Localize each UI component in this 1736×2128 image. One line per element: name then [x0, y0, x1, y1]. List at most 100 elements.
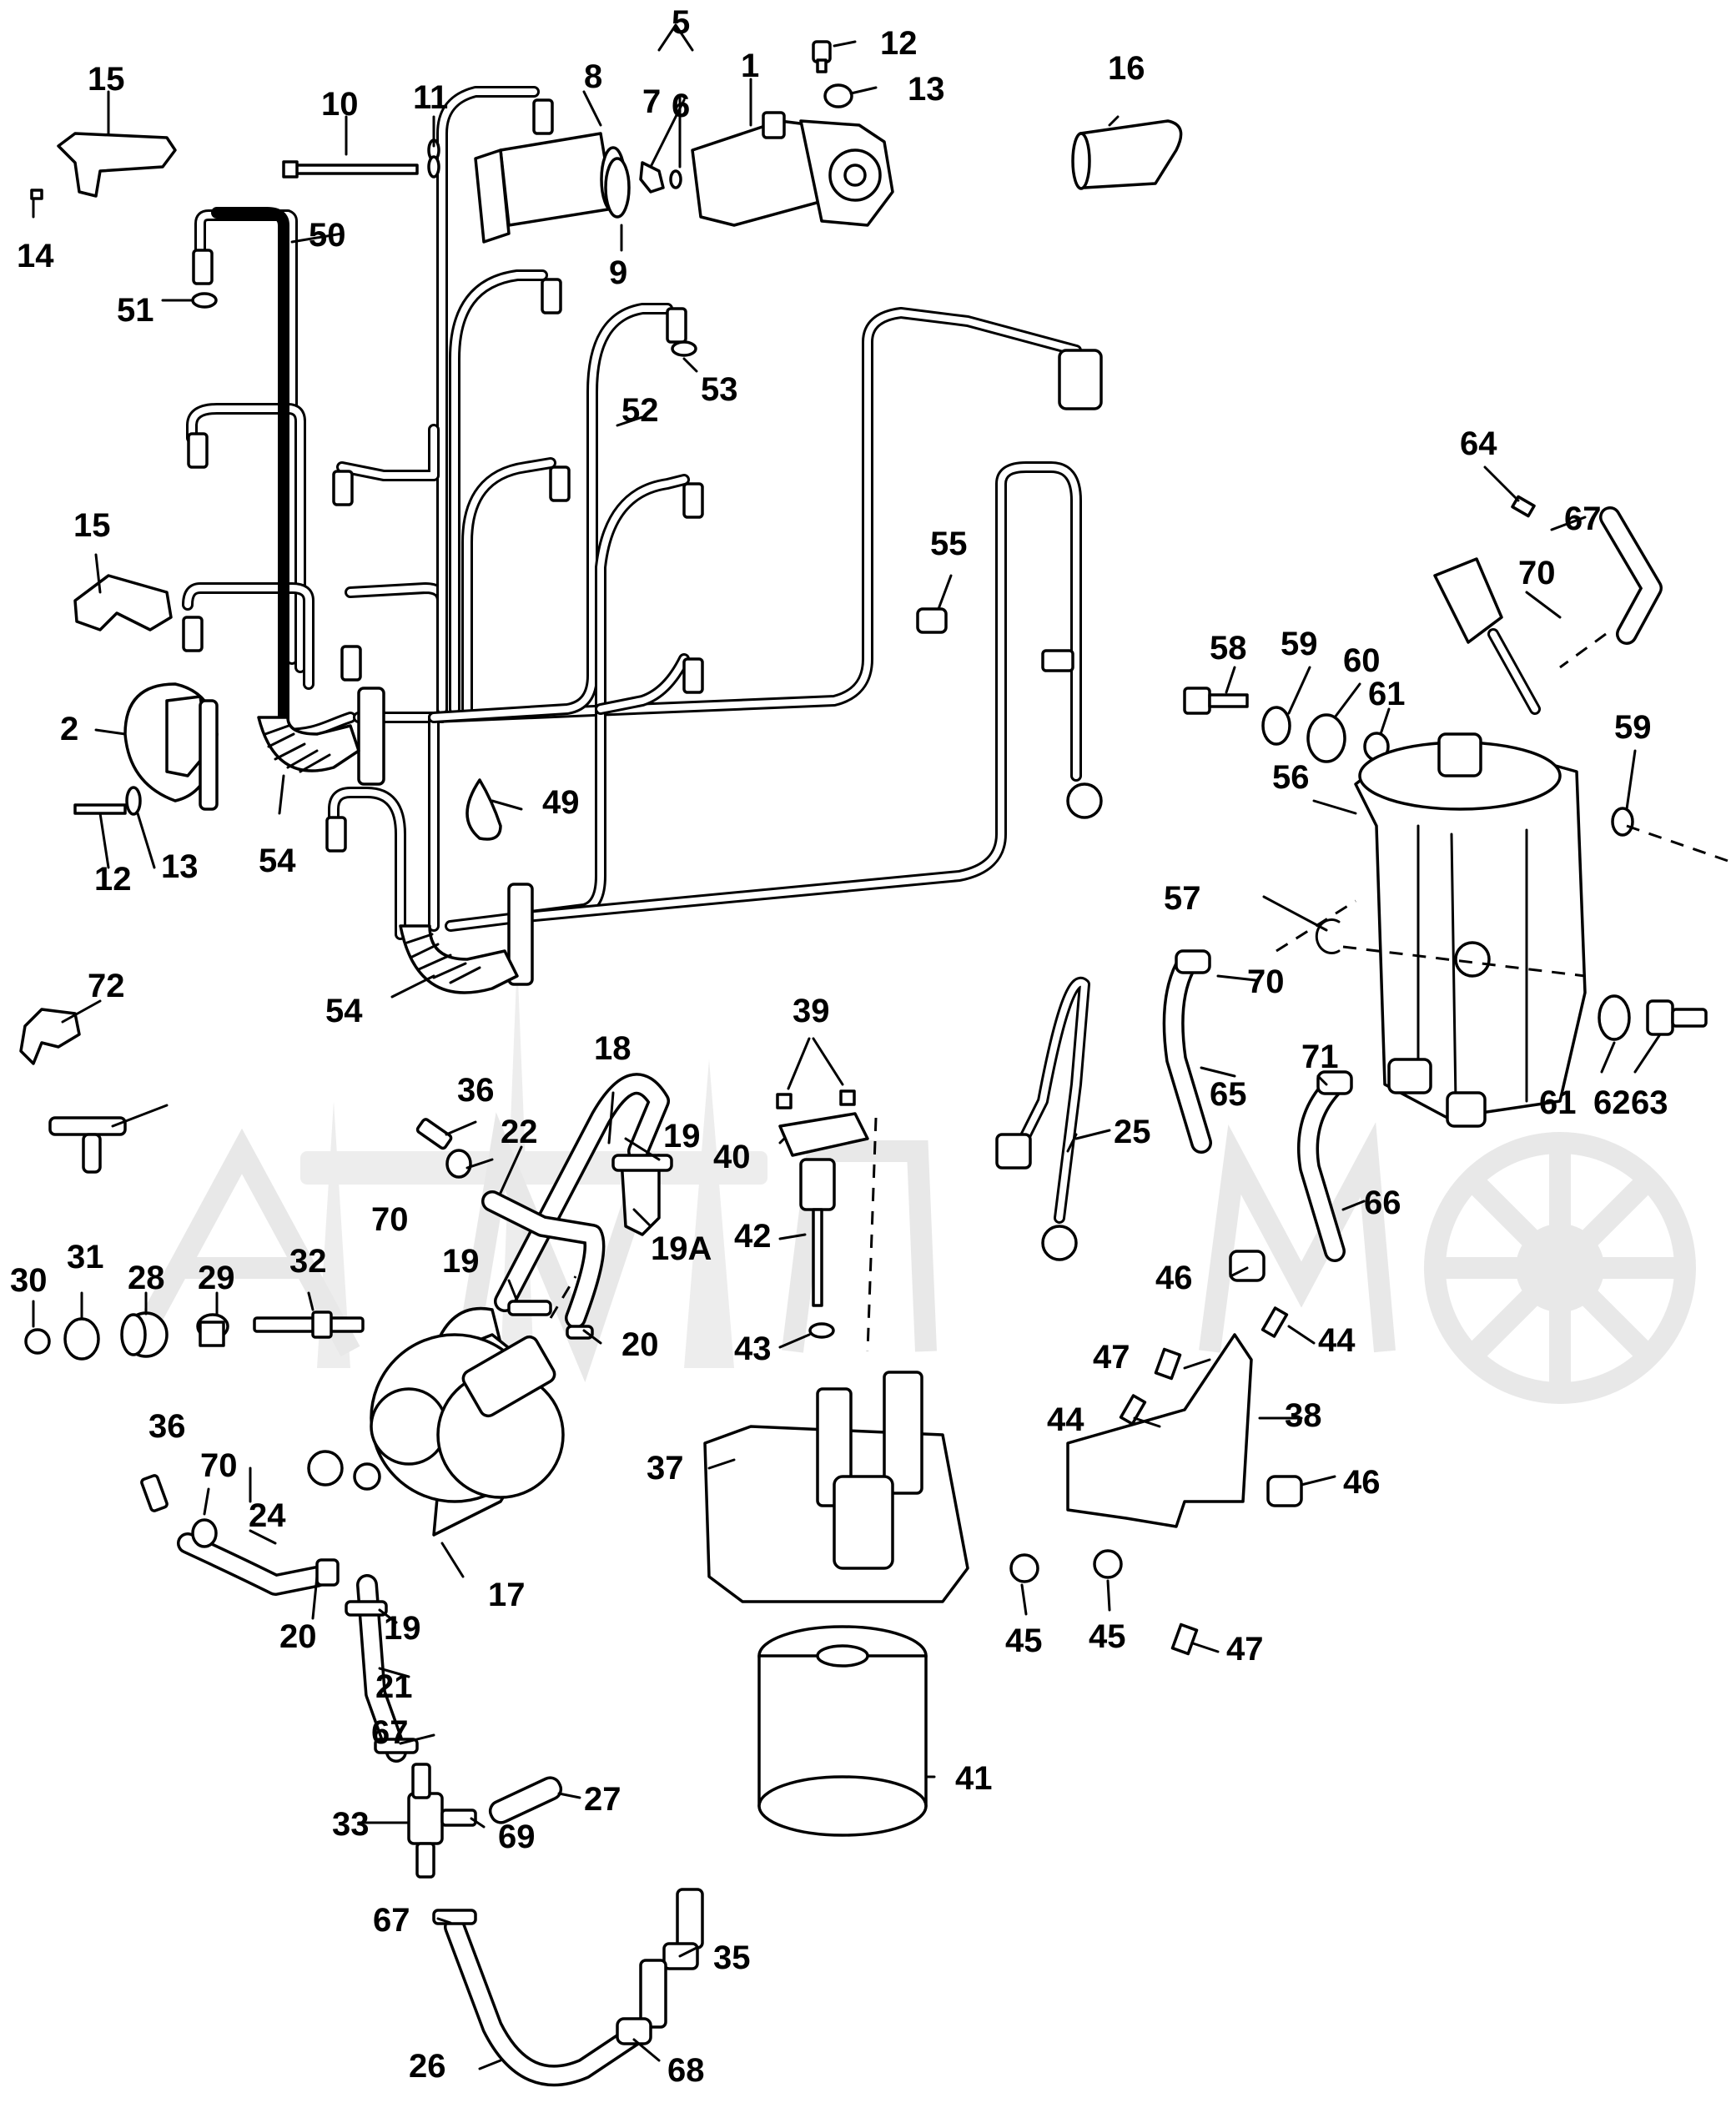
callout-label: 63: [1631, 1084, 1668, 1121]
callout-label: 25: [1114, 1114, 1151, 1150]
callout-label: 54: [259, 843, 296, 879]
filter-housing: [703, 1371, 969, 1603]
callout-label: 30: [10, 1262, 48, 1299]
callout-label: 42: [734, 1218, 772, 1255]
fuel-pump-assembly: [691, 111, 894, 227]
sensor-lead: [1433, 557, 1503, 644]
callout-label: 65: [1210, 1076, 1247, 1113]
fitting: [415, 1118, 453, 1150]
callout-label: 54: [325, 993, 363, 1029]
callout-label: 67: [373, 1902, 410, 1939]
callout-label: 24: [249, 1497, 286, 1534]
callout-label: 61: [1539, 1084, 1577, 1121]
bracket: [19, 1008, 81, 1065]
callout-label: 59: [1614, 709, 1652, 746]
callout-label: 32: [289, 1243, 327, 1280]
callout-label: 45: [1089, 1618, 1126, 1655]
screw: [839, 1089, 856, 1106]
callout-label: 72: [88, 968, 125, 1004]
washer: [427, 155, 440, 179]
callout-label: 36: [148, 1408, 186, 1445]
fitting: [995, 1133, 1032, 1170]
hose-clamp: [1175, 949, 1211, 974]
hose-clamp: [1316, 1070, 1353, 1095]
sensor-housing: [123, 682, 219, 811]
callout-label: 13: [161, 848, 199, 885]
callout-label: 46: [1343, 1464, 1381, 1501]
stud: [253, 1311, 365, 1339]
cap: [916, 607, 948, 634]
callout-label: 33: [332, 1806, 370, 1843]
washer: [823, 83, 853, 108]
washer: [63, 1317, 100, 1361]
small-ring: [669, 169, 682, 189]
callout-label: 11: [413, 79, 448, 116]
callout-label: 40: [713, 1139, 751, 1175]
callout-label: 18: [594, 1030, 632, 1067]
callout-label: 15: [73, 507, 111, 544]
spacer: [196, 1313, 229, 1347]
callout-label: 20: [279, 1618, 317, 1655]
canister-bracket: [474, 132, 626, 244]
temperature-sensor: [799, 1158, 836, 1307]
callout-label: 44: [1047, 1401, 1084, 1438]
callout-label: 51: [117, 292, 154, 329]
callout-label: 58: [1210, 630, 1247, 667]
clip: [73, 574, 173, 631]
mounting-bracket: [1066, 1333, 1253, 1528]
callout-label: 12: [880, 25, 918, 62]
callout-label: 28: [128, 1260, 165, 1296]
callout-label: 2: [60, 711, 78, 747]
callout-label: 26: [409, 2048, 446, 2085]
callout-label: 21: [375, 1668, 413, 1705]
callout-label: 20: [621, 1326, 659, 1363]
callout-label: 19: [663, 1118, 701, 1155]
callout-label: 39: [793, 993, 830, 1029]
washer: [1261, 706, 1291, 746]
fuel-pump: [307, 1306, 565, 1537]
callout-label: 43: [734, 1331, 772, 1367]
callout-label: 64: [1460, 425, 1497, 462]
callout-label: 10: [321, 86, 359, 123]
fitting: [140, 1474, 169, 1512]
cable-tie: [465, 778, 502, 841]
callout-label: 45: [1005, 1622, 1043, 1659]
o-ring: [604, 157, 631, 219]
callout-label: 56: [1272, 759, 1310, 796]
callout-label: 62: [1593, 1084, 1631, 1121]
gasket: [778, 1112, 869, 1157]
callout-label: 59: [1281, 626, 1318, 662]
clip: [57, 132, 177, 198]
washer: [1611, 807, 1634, 837]
callout-label: 53: [701, 371, 738, 408]
callout-label: 47: [1226, 1631, 1264, 1668]
callout-labels: 1 2 5 6 7 8 9 10 11 12 12 13 13 14 15 15…: [10, 4, 1668, 2089]
callout-label: 36: [457, 1072, 495, 1109]
retaining-ring: [1315, 918, 1341, 954]
callout-label: 70: [1518, 555, 1556, 591]
vapor-canister: [1354, 732, 1587, 1128]
callout-label: 19: [442, 1243, 480, 1280]
callout-label: 9: [609, 254, 627, 291]
ring-terminal: [1041, 1225, 1078, 1261]
hose-fitting: [639, 1888, 704, 2029]
oil-filter: [757, 1625, 928, 1837]
hose-clamps: [191, 1149, 673, 2045]
callout-label: 14: [17, 238, 54, 274]
screw: [776, 1093, 793, 1109]
callout-label: 12: [94, 861, 132, 898]
callout-label: 31: [67, 1239, 104, 1275]
callout-label: 6: [672, 88, 690, 124]
harness-connectors: [182, 98, 1103, 853]
callout-label: 27: [584, 1781, 621, 1818]
o-ring: [808, 1322, 835, 1339]
callout-label: 60: [1343, 642, 1381, 679]
tee-fitting: [48, 1116, 127, 1174]
callout-label: 8: [584, 58, 602, 95]
callout-label: 38: [1285, 1397, 1322, 1434]
nut: [24, 1328, 51, 1355]
callout-label: 71: [1301, 1039, 1339, 1075]
callout-label: 47: [1093, 1339, 1130, 1376]
valve-fitting: [1646, 999, 1708, 1036]
